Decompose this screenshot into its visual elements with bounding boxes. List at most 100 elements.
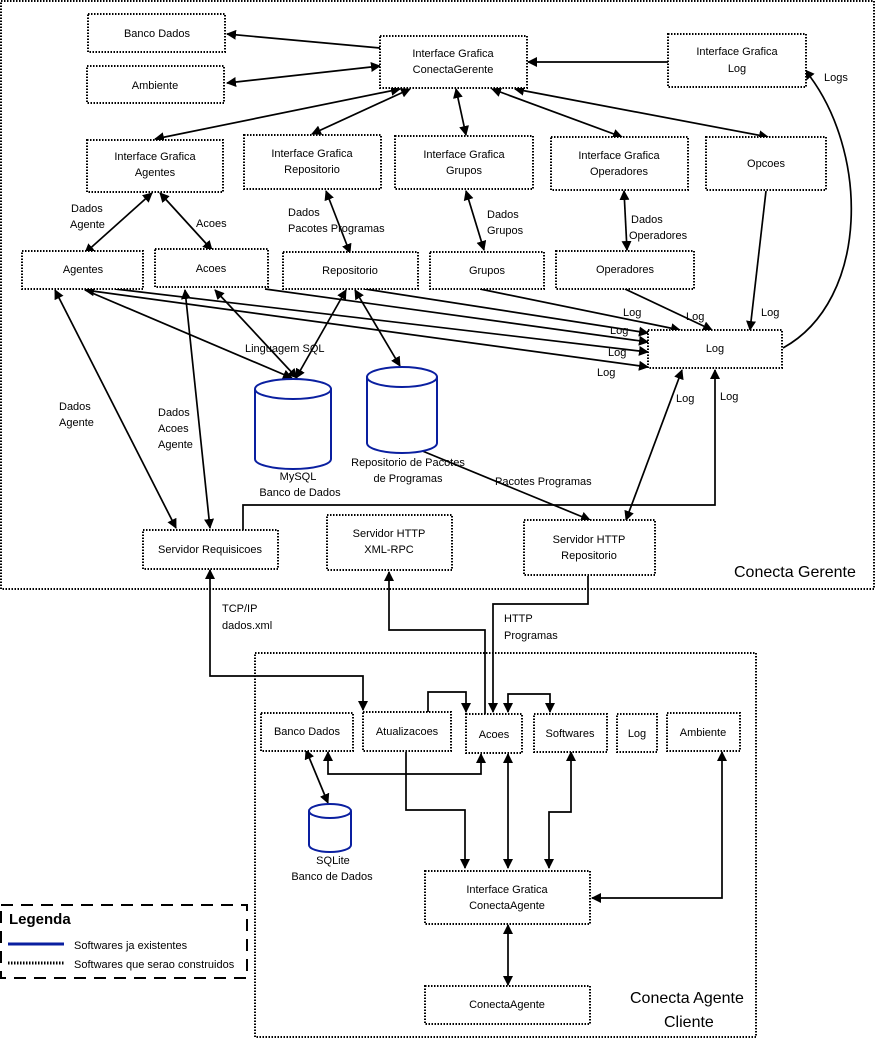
servidor-http-repositorio-box: Servidor HTTP Repositorio: [523, 519, 656, 576]
svg-text:Servidor Requisicoes: Servidor Requisicoes: [158, 544, 262, 556]
edge-label-dados-agente-left-1: Dados: [59, 401, 91, 413]
log-box: Log: [647, 329, 783, 369]
svg-text:ConectaAgente: ConectaAgente: [469, 999, 545, 1011]
edge-label-tcpip: TCP/IP: [222, 603, 257, 615]
agente-components: Banco Dados Atualizacoes Acoes Softwares…: [260, 711, 741, 1025]
edge-label-log-6: Log: [597, 367, 615, 379]
interface-grafica-repositorio-box: Interface Grafica Repositorio: [243, 134, 382, 190]
edge-label-dados-acoes-agente-1: Dados: [158, 407, 190, 419]
svg-text:MySQL: MySQL: [280, 471, 317, 483]
svg-text:SQLite: SQLite: [316, 855, 350, 867]
svg-text:Operadores: Operadores: [590, 166, 649, 178]
svg-text:Grupos: Grupos: [446, 165, 483, 177]
edge-label-programas: Programas: [504, 630, 558, 642]
edge-label-log-7: Log: [676, 393, 694, 405]
svg-text:Banco de Dados: Banco de Dados: [259, 487, 341, 499]
edge-label-logs: Logs: [824, 72, 848, 84]
agente-acoes-box: Acoes: [465, 713, 523, 754]
interface-grafica-grupos-box: Interface Grafica Grupos: [394, 135, 534, 190]
edge-label-http: HTTP: [504, 613, 533, 625]
svg-text:ConectaAgente: ConectaAgente: [469, 900, 545, 912]
agente-ambiente-box: Ambiente: [666, 712, 741, 752]
edge-label-pacotes-programas: Pacotes Programas: [495, 476, 592, 488]
legend-existing-label: Softwares ja existentes: [74, 940, 188, 952]
servidor-requisicoes-box: Servidor Requisicoes: [142, 529, 279, 570]
svg-text:Agentes: Agentes: [63, 264, 104, 276]
edge-label-log-2: Log: [686, 311, 704, 323]
agente-log-box: Log: [616, 713, 658, 753]
edge-label-acoes: Acoes: [196, 218, 227, 230]
acoes-box: Acoes: [154, 248, 269, 288]
gerente-components: Banco Dados Ambiente Interface Grafica C…: [21, 13, 827, 576]
svg-text:Repositorio: Repositorio: [322, 265, 378, 277]
svg-text:Interface Grafica: Interface Grafica: [578, 150, 660, 162]
svg-text:Banco Dados: Banco Dados: [274, 726, 341, 738]
svg-text:Interface Grafica: Interface Grafica: [114, 151, 196, 163]
conecta-agente-region: [254, 652, 757, 1038]
edge-label-log-5: Log: [608, 347, 626, 359]
edge-label-linguagem-sql: Linguagem SQL: [245, 343, 325, 355]
svg-text:Grupos: Grupos: [469, 265, 506, 277]
svg-text:Ambiente: Ambiente: [132, 80, 178, 92]
svg-text:Banco Dados: Banco Dados: [124, 28, 191, 40]
edge-label-dados-grupos-2: Grupos: [487, 225, 524, 237]
interface-grafica-conectagerente-box: Interface Grafica ConectaGerente: [379, 35, 528, 89]
legend-title: Legenda: [9, 911, 71, 928]
conectaagente-box: ConectaAgente: [424, 985, 591, 1025]
svg-text:Log: Log: [728, 63, 746, 75]
mysql-database: MySQL Banco de Dados: [254, 378, 341, 499]
svg-text:Acoes: Acoes: [479, 729, 510, 741]
interface-grafica-log-box: Interface Grafica Log: [667, 33, 807, 88]
interface-grafica-agentes-box: Interface Grafica Agentes: [86, 139, 224, 193]
edge-labels: Logs Dados Agente Acoes Dados Pacotes Pr…: [59, 72, 848, 642]
edge-label-dados-pacotes-2: Pacotes Programas: [288, 223, 385, 235]
ambiente-box: Ambiente: [86, 65, 225, 104]
softwares-box: Softwares: [533, 713, 608, 753]
agentes-box: Agentes: [21, 250, 144, 290]
svg-text:Opcoes: Opcoes: [747, 158, 785, 170]
edge-label-log-8: Log: [720, 391, 738, 403]
svg-text:Atualizacoes: Atualizacoes: [376, 726, 439, 738]
svg-text:Interface Grafica: Interface Grafica: [423, 149, 505, 161]
svg-text:Repositorio: Repositorio: [561, 550, 617, 562]
svg-text:Banco de Dados: Banco de Dados: [291, 871, 373, 883]
agente-banco-dados-box: Banco Dados: [260, 712, 354, 752]
edge-label-dados-xml: dados.xml: [222, 620, 272, 632]
svg-text:de Programas: de Programas: [373, 473, 443, 485]
svg-text:Servidor HTTP: Servidor HTTP: [353, 528, 426, 540]
gerente-connectors: [54, 29, 853, 530]
svg-text:Ambiente: Ambiente: [680, 727, 726, 739]
edge-label-dados-acoes-agente-2: Acoes: [158, 423, 189, 435]
servidor-http-xmlrpc-box: Servidor HTTP XML-RPC: [326, 514, 453, 571]
conecta-gerente-label: Conecta Gerente: [734, 564, 856, 581]
banco-dados-box: Banco Dados: [87, 13, 226, 53]
edge-label-dados-operadores-2: Operadores: [629, 230, 688, 242]
edge-label-dados-operadores-1: Dados: [631, 214, 663, 226]
svg-text:XML-RPC: XML-RPC: [364, 544, 414, 556]
svg-text:Repositorio de Pacotes: Repositorio de Pacotes: [351, 457, 465, 469]
conecta-agente-label: Conecta Agente: [630, 990, 744, 1007]
opcoes-box: Opcoes: [705, 136, 827, 191]
svg-text:Interface Grafica: Interface Grafica: [271, 148, 353, 160]
interface-gratica-conectaagente-box: Interface Gratica ConectaAgente: [424, 870, 591, 925]
svg-text:Softwares: Softwares: [546, 728, 595, 740]
svg-text:Log: Log: [628, 728, 646, 740]
edge-label-log-4: Log: [610, 325, 628, 337]
edge-label-dados-agente-1: Dados: [71, 203, 103, 215]
edge-label-dados-grupos-1: Dados: [487, 209, 519, 221]
legend: Legenda Softwares ja existentes Software…: [0, 904, 248, 979]
interface-grafica-operadores-box: Interface Grafica Operadores: [550, 136, 689, 191]
svg-text:Servidor HTTP: Servidor HTTP: [553, 534, 626, 546]
svg-text:Log: Log: [706, 343, 724, 355]
conecta-gerente-region: [0, 0, 875, 590]
svg-text:Acoes: Acoes: [196, 263, 227, 275]
repositorio-box: Repositorio: [282, 251, 419, 290]
legend-to-build-label: Softwares que serao construidos: [74, 959, 235, 971]
operadores-box: Operadores: [555, 250, 695, 290]
svg-text:Agentes: Agentes: [135, 167, 176, 179]
svg-text:Repositorio: Repositorio: [284, 164, 340, 176]
edge-label-dados-acoes-agente-3: Agente: [158, 439, 193, 451]
edge-label-dados-agente-left-2: Agente: [59, 417, 94, 429]
conecta-agente-cliente-label: Cliente: [664, 1014, 714, 1031]
